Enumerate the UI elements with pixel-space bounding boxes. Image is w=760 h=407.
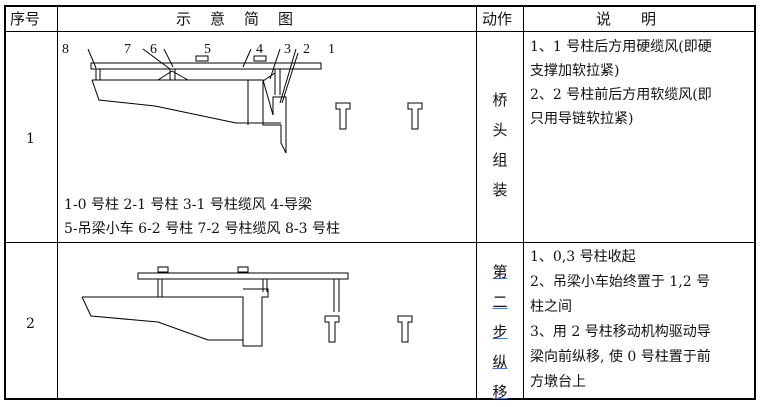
label-7: 7 (124, 42, 131, 57)
action-char: 装 (492, 181, 508, 199)
desc-line: 只用导链软拉紧) (530, 111, 634, 127)
legend-line-2: 5-吊梁小车 6-2 号柱 7-2 号柱缆风 8-3 号柱 (64, 221, 340, 237)
label-5: 5 (204, 42, 211, 57)
action-char: 第 (492, 263, 508, 281)
bridge-head-assembly-diagram: 8 7 6 5 4 3 2 1 (62, 42, 423, 154)
row1-seq: 1 (26, 131, 35, 147)
action-char: 步 (492, 323, 508, 341)
desc-line: 1、0,3 号柱收起 (530, 249, 636, 265)
desc-line: 支撑加软拉紧) (530, 63, 620, 79)
desc-line: 2、吊梁小车始终置于 1,2 号 (530, 274, 711, 290)
header-action: 动作 (482, 10, 513, 28)
desc-line: 方墩台上 (530, 374, 586, 390)
legend-line-1: 1-0 号柱 2-1 号柱 3-1 号柱缆风 4-导梁 (64, 197, 312, 213)
row2-seq: 2 (26, 316, 35, 332)
column-divider (523, 7, 524, 398)
column-divider (57, 7, 58, 398)
row2-description: 1、0,3 号柱收起 2、吊梁小车始终置于 1,2 号 柱之间 3、用 2 号柱… (530, 245, 711, 395)
desc-line: 1、1 号柱后方用硬缆风(即硬 (530, 39, 712, 55)
action-char: 桥 (492, 91, 508, 109)
label-8: 8 (62, 42, 69, 57)
label-4: 4 (256, 42, 263, 57)
desc-line: 3、用 2 号柱移动机构驱动导 (530, 324, 711, 340)
row-divider (6, 242, 754, 243)
construction-steps-table: 序号 示 意 简 图 动作 说 明 1 8 7 6 5 4 (4, 5, 756, 401)
header-seq: 序号 (10, 10, 41, 28)
action-char: 二 (492, 293, 508, 311)
desc-line: 2、2 号柱前后方用软缆风(即 (530, 87, 712, 103)
action-char: 纵 (492, 353, 508, 371)
label-1: 1 (328, 42, 335, 57)
label-3: 3 (284, 42, 291, 57)
desc-line: 柱之间 (530, 299, 572, 315)
row2-action: 第 二 步 纵 移 (490, 257, 510, 407)
action-char: 移 (492, 383, 508, 401)
header-desc: 说 明 (596, 10, 657, 28)
column-divider (476, 7, 477, 398)
row1-description: 1、1 号柱后方用硬缆风(即硬 支撑加软拉紧) 2、2 号柱前后方用软缆风(即 … (530, 35, 712, 131)
action-char: 头 (492, 121, 508, 139)
row-divider (6, 31, 754, 32)
action-char: 组 (492, 151, 508, 169)
label-2: 2 (303, 42, 310, 57)
desc-line: 梁向前纵移, 使 0 号柱置于前 (530, 349, 711, 365)
header-diagram: 示 意 简 图 (176, 10, 296, 28)
label-6: 6 (150, 42, 157, 57)
row1-action: 桥 头 组 装 (490, 85, 510, 205)
longitudinal-move-diagram (81, 266, 413, 347)
